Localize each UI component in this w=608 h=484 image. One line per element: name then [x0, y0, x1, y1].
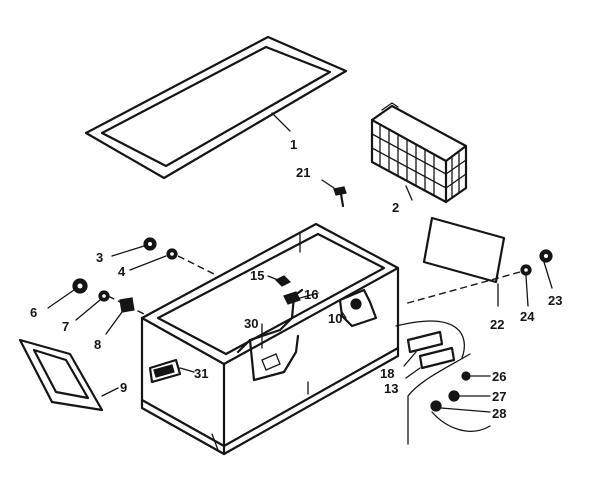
knob-part-6: [47, 278, 88, 309]
power-cord: [395, 320, 491, 445]
basket-wires: [371, 123, 467, 199]
bushing-part-8: [105, 295, 149, 335]
callout-26: 26: [492, 369, 506, 384]
callout-3: 3: [96, 250, 103, 265]
callout-9: 9: [120, 380, 127, 395]
bracket-part-13: [405, 346, 456, 379]
freezer-cabinet: [140, 222, 400, 456]
panel-part-22: [422, 216, 506, 307]
control-part-18: [403, 330, 444, 367]
callout-1: 1: [290, 137, 297, 152]
callout-13: 13: [384, 381, 398, 396]
callout-15: 15: [250, 268, 264, 283]
callout-4: 4: [118, 264, 126, 279]
callout-16: 16: [304, 287, 318, 302]
callout-labels: 1 2 3 4 6 7 8 9 10 13 15 16 18 21 22 23 …: [30, 137, 562, 421]
callout-31: 31: [194, 366, 208, 381]
grommet-part-28: [430, 400, 491, 413]
washer-part-4: [129, 248, 215, 275]
callout-22: 22: [490, 317, 504, 332]
callout-7: 7: [62, 319, 69, 334]
callout-30: 30: [244, 316, 258, 331]
callout-21: 21: [296, 165, 310, 180]
washer-part-24: [403, 264, 532, 307]
frame-part-9: [18, 338, 119, 412]
screw-part-23: [539, 249, 553, 289]
callout-8: 8: [94, 337, 101, 352]
wire-basket: [370, 102, 468, 204]
callout-18: 18: [380, 366, 394, 381]
screw-part-21: [321, 179, 347, 208]
callout-27: 27: [492, 389, 506, 404]
callout-23: 23: [548, 293, 562, 308]
hinge-part-3: [111, 237, 157, 257]
callout-10: 10: [328, 311, 342, 326]
clip-part-26: [461, 371, 491, 381]
callout-6: 6: [30, 305, 37, 320]
washer-part-7: [75, 290, 110, 321]
callout-24: 24: [520, 309, 535, 324]
strain-relief-part-27: [448, 390, 491, 402]
callout-28: 28: [492, 406, 506, 421]
callout-2: 2: [392, 200, 399, 215]
lid-gasket: [84, 35, 348, 180]
